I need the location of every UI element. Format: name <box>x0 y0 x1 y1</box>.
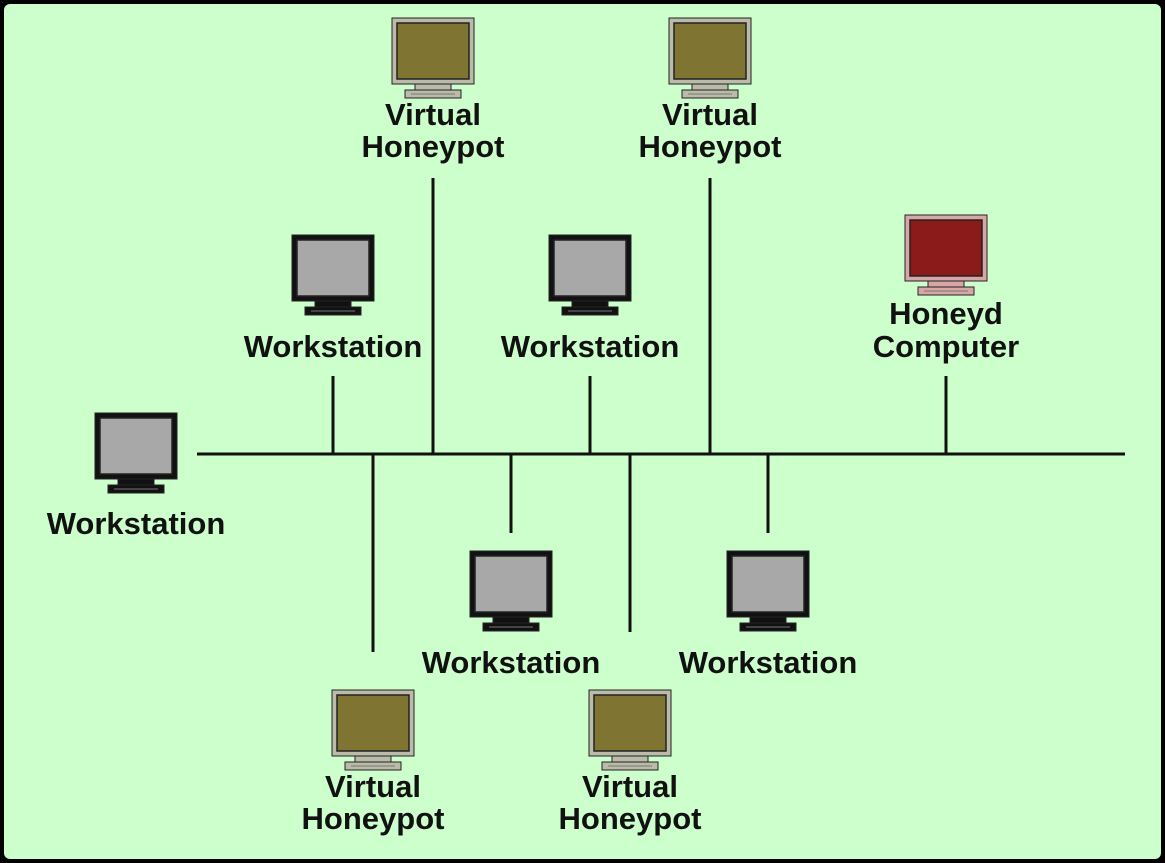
node-label: Honeyd <box>889 296 1003 331</box>
node-ws-lower-right: Workstation <box>679 550 858 680</box>
node-label: Workstation <box>422 645 601 680</box>
node-ws-lower-mid: Workstation <box>422 550 601 680</box>
node-label: Honeypot <box>639 129 782 164</box>
node-label: Workstation <box>244 329 423 364</box>
virtual-honeypot-monitor-icon <box>391 17 475 99</box>
node-label: Honeypot <box>362 129 505 164</box>
node-label: Computer <box>873 329 1019 364</box>
honeyd-computer-monitor-icon <box>904 214 988 296</box>
node-label: Virtual <box>325 769 421 804</box>
node-label: Virtual <box>385 97 481 132</box>
virtual-honeypot-monitor-icon <box>588 689 672 771</box>
computer-monitor-icon <box>469 550 553 632</box>
node-label: Virtual <box>582 769 678 804</box>
node-label: Honeypot <box>559 801 702 836</box>
network-nodes: VirtualHoneypotVirtualHoneypotWorkstatio… <box>47 17 1019 836</box>
node-ws-far-left: Workstation <box>47 412 226 541</box>
node-ws-upper-mid: Workstation <box>501 234 680 364</box>
computer-monitor-icon <box>548 234 632 316</box>
virtual-honeypot-monitor-icon <box>331 689 415 771</box>
computer-monitor-icon <box>291 234 375 316</box>
node-label: Workstation <box>679 645 858 680</box>
computer-monitor-icon <box>726 550 810 632</box>
node-ws-upper-left: Workstation <box>244 234 423 364</box>
node-label: Workstation <box>501 329 680 364</box>
node-label: Workstation <box>47 506 226 541</box>
node-label: Virtual <box>662 97 758 132</box>
virtual-honeypot-monitor-icon <box>668 17 752 99</box>
computer-monitor-icon <box>94 412 178 494</box>
network-connections <box>197 178 1125 652</box>
node-label: Honeypot <box>302 801 445 836</box>
diagram-background <box>4 4 1161 859</box>
